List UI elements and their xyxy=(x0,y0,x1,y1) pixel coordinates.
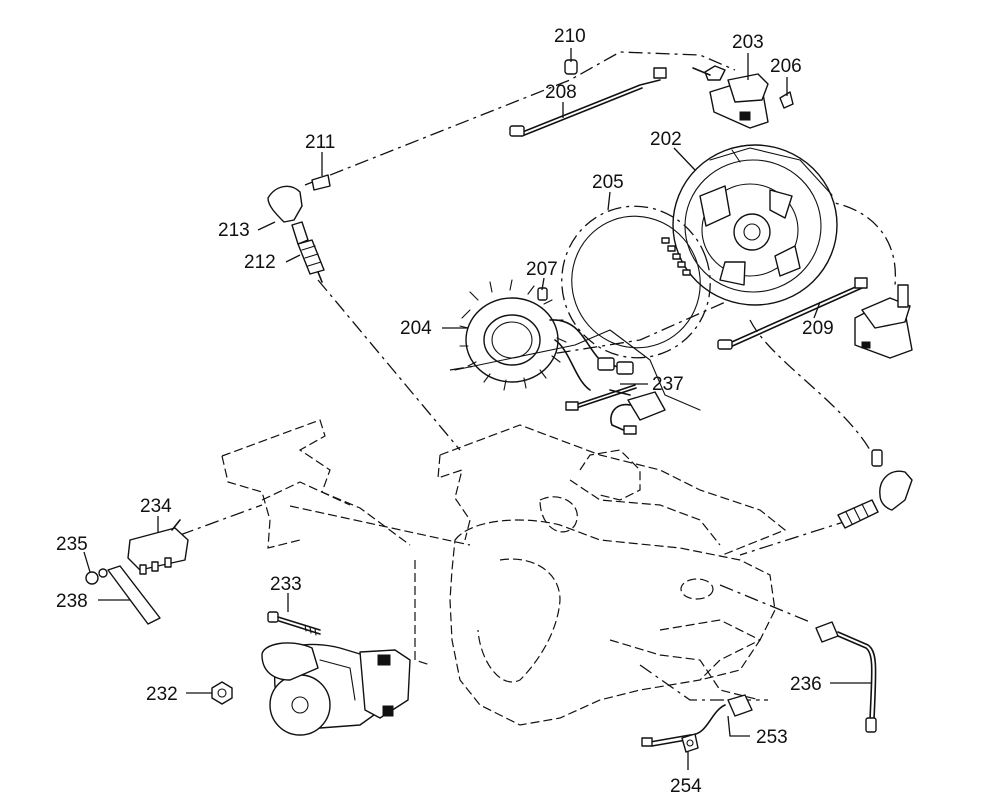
label-253: 253 xyxy=(756,727,788,748)
part-232-nut xyxy=(211,681,233,705)
label-254: 254 xyxy=(670,776,702,797)
routing-lines xyxy=(179,51,897,701)
label-232: 232 xyxy=(146,684,178,705)
part-237-harness xyxy=(454,329,701,435)
part-238-sleeve xyxy=(107,565,161,625)
part-233-bolt xyxy=(267,611,321,636)
label-205: 205 xyxy=(592,172,624,193)
label-212: 212 xyxy=(244,252,276,273)
callout-labels: 210 203 206 208 211 202 205 213 212 207 … xyxy=(56,26,834,797)
label-206: 206 xyxy=(770,56,802,77)
label-236: 236 xyxy=(790,674,822,695)
callout-leaders xyxy=(83,48,872,770)
label-237: 237 xyxy=(652,374,684,395)
part-202-flywheel xyxy=(672,144,838,306)
part-205-ring xyxy=(561,205,711,359)
label-204: 204 xyxy=(400,318,432,339)
part-211-clip xyxy=(311,174,331,191)
part-254-clamp xyxy=(681,733,699,753)
label-207: 207 xyxy=(526,259,558,280)
part-236-sensor xyxy=(815,621,877,733)
label-213: 213 xyxy=(218,220,250,241)
part-212-spark-plug xyxy=(291,221,325,283)
part-208-cable xyxy=(509,59,667,137)
label-209: 209 xyxy=(802,318,834,339)
starter-motor xyxy=(261,642,411,736)
part-209-ignition-coil xyxy=(717,277,913,359)
part-213-plug-cap xyxy=(267,185,303,223)
label-208: 208 xyxy=(545,82,577,103)
label-203: 203 xyxy=(732,32,764,53)
part-235-washer xyxy=(85,568,108,585)
label-210: 210 xyxy=(554,26,586,47)
part-203-ignition-coil xyxy=(692,65,769,129)
part-234-module xyxy=(127,519,189,575)
label-211: 211 xyxy=(305,132,335,153)
label-235: 235 xyxy=(56,534,88,555)
part-204-stator xyxy=(459,279,634,391)
right-plug-cap xyxy=(837,449,913,529)
label-234: 234 xyxy=(140,496,172,517)
label-238: 238 xyxy=(56,591,88,612)
engine-block xyxy=(221,419,787,726)
part-253-harness xyxy=(641,694,753,747)
label-233: 233 xyxy=(270,574,302,595)
label-202: 202 xyxy=(650,129,682,150)
